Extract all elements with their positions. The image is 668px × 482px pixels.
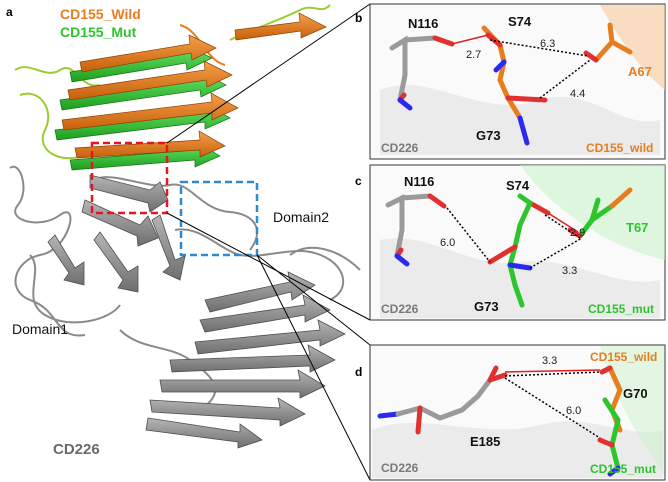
n116-residue-c [385, 193, 447, 267]
a67-residue-b [583, 22, 633, 63]
cd155-structure [14, 4, 331, 171]
b-g73: G73 [476, 128, 501, 143]
b-dist-2: 6.3 [540, 38, 555, 50]
d-chain-mut: CD155_mut [590, 462, 656, 476]
d-g70: G70 [623, 386, 648, 401]
e185-residue-d [377, 365, 508, 435]
c-dist-3: 3.3 [562, 265, 577, 277]
b-cd226: CD226 [381, 141, 419, 155]
panel-d-label: d [355, 365, 362, 379]
b-n116: N116 [408, 16, 438, 31]
panel-a: a CD155_Wild CD155_Mut [6, 3, 371, 481]
n116-residue-b [389, 35, 455, 111]
c-g73: G73 [474, 299, 499, 314]
legend-mut: CD155_Mut [60, 24, 137, 40]
d-chain-wild: CD155_wild [590, 350, 657, 364]
d-dist-1: 3.3 [542, 355, 557, 367]
s74-g73-residue-b [481, 25, 548, 146]
c-dist-2: 2.9 [570, 227, 585, 239]
b-chain: CD155_wild [586, 141, 653, 155]
b-dist-1: 2.7 [466, 49, 481, 61]
panel-c-label: c [355, 174, 362, 188]
c-n116: N116 [404, 174, 434, 189]
domain1-label: Domain1 [12, 321, 68, 337]
cd226-sheets [47, 174, 346, 449]
b-dist-3: 4.4 [570, 88, 585, 100]
red-zoom-box [90, 141, 169, 215]
cd226-label-a: CD226 [53, 441, 100, 458]
s74-g73-residue-c [487, 193, 551, 308]
c-chain: CD155_mut [588, 302, 654, 316]
b-a67: A67 [628, 64, 652, 79]
t67-residue-c [567, 187, 633, 239]
panel-b-label: b [355, 11, 362, 25]
c-dist-1: 6.0 [440, 237, 455, 249]
c-s74: S74 [506, 178, 530, 193]
d-cd226: CD226 [381, 461, 419, 475]
c-cd226: CD226 [381, 302, 419, 316]
g70-residue-d [597, 365, 623, 477]
legend-wild: CD155_Wild [60, 6, 141, 22]
c-t67: T67 [626, 220, 648, 235]
blue-zoom-box [179, 180, 259, 257]
d-dist-2: 6.0 [566, 405, 581, 417]
panel-a-label: a [6, 5, 13, 19]
panel-d: d E185 G70 3.3 6.0 CD226 CD155_wild CD15… [355, 344, 666, 481]
d-e185: E185 [470, 434, 500, 449]
panel-b: b N116 S74 A67 G73 2.7 [355, 3, 666, 160]
connector-lines [166, 3, 371, 481]
b-s74: S74 [508, 14, 532, 29]
domain2-label: Domain2 [273, 209, 329, 225]
panel-c: c N116 S74 T67 G73 6.0 2.9 [355, 164, 666, 321]
